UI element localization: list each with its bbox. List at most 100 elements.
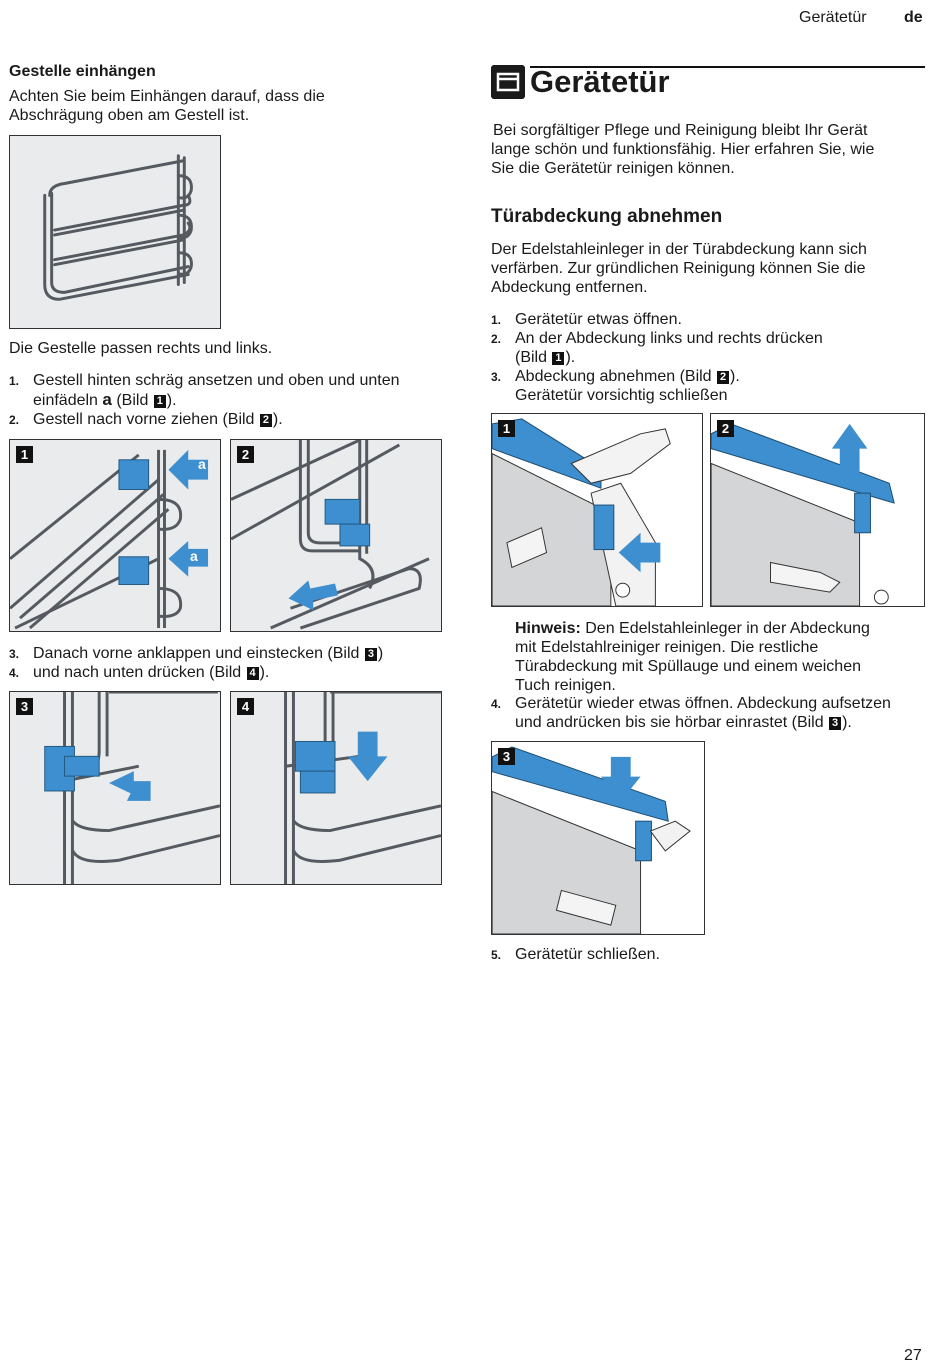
ref-prefix: Abdeckung abnehmen (Bild bbox=[515, 368, 717, 385]
step-number: 3. bbox=[9, 647, 20, 661]
cover-intro-line-3: Abdeckung entfernen. bbox=[491, 279, 648, 296]
rack-step-1-illustration bbox=[10, 449, 209, 630]
rack-step-4: 4. und nach unten drücken (Bild 4). bbox=[9, 663, 449, 682]
figure-door-step-3: 3 bbox=[491, 741, 705, 935]
title-rule bbox=[530, 66, 925, 68]
cover-step-2-line-1: An der Abdeckung links und rechts drücke… bbox=[515, 330, 823, 347]
cover-step-4-list: 4. Gerätetür wieder etwas öffnen. Abdeck… bbox=[491, 694, 931, 732]
rack-step-3: 3. Danach vorne anklappen und einstecken… bbox=[9, 644, 449, 663]
ref-suffix: ). bbox=[565, 349, 576, 366]
step-number: 5. bbox=[491, 948, 502, 962]
subheading-remove-cover: Türabdeckung abnehmen bbox=[491, 206, 723, 227]
ref-suffix: ). bbox=[166, 392, 177, 409]
door-step-2-illustration bbox=[711, 423, 895, 606]
figure-rack-step-2: 2 bbox=[230, 439, 442, 632]
rack-step-1-line-1: Gestell hinten schräg ansetzen und oben … bbox=[33, 372, 400, 389]
rack-step-1-line-2: einfädeln bbox=[33, 392, 98, 409]
page-title: Gerätetür bbox=[530, 64, 670, 99]
ref-suffix: ). bbox=[272, 411, 283, 428]
door-intro-line-1: Bei sorgfältiger Pflege und Reinigung bl… bbox=[493, 122, 868, 139]
hint-line-2: mit Edelstahlreiniger reinigen. Die rest… bbox=[515, 639, 819, 656]
figure-ref-badge: 1 bbox=[552, 352, 565, 365]
figure-rack-step-4: 4 bbox=[230, 691, 442, 885]
cover-step-4-line-1: Gerätetür wieder etwas öffnen. Abdeckung… bbox=[515, 695, 891, 712]
cover-intro-line-1: Der Edelstahleinleger in der Türabdeckun… bbox=[491, 241, 867, 258]
rack-step-4-text: und nach unten drücken (Bild bbox=[33, 664, 246, 681]
figure-rack-step-3: 3 bbox=[9, 691, 221, 885]
language-code: de bbox=[904, 9, 923, 26]
rack-step-4-illustration bbox=[284, 692, 441, 884]
figure-label: 2 bbox=[717, 420, 734, 437]
door-step-3-illustration bbox=[492, 746, 691, 934]
figure-label: 4 bbox=[237, 698, 254, 715]
figure-ref-badge: 3 bbox=[364, 648, 377, 661]
figure-label: 1 bbox=[498, 420, 515, 437]
running-header-title: Gerätetür bbox=[799, 9, 867, 26]
racks-intro-line-2: Abschrägung oben am Gestell ist. bbox=[9, 107, 250, 124]
rack-step-1: 1. Gestell hinten schräg ansetzen und ob… bbox=[9, 371, 449, 410]
cover-step-1-text: Gerätetür etwas öffnen. bbox=[515, 311, 682, 328]
rack-step-2-text: Gestell nach vorne ziehen (Bild bbox=[33, 411, 259, 428]
racks-fit-text: Die Gestelle passen rechts und links. bbox=[9, 340, 273, 357]
racks-steps-1-2: 1. Gestell hinten schräg ansetzen und ob… bbox=[9, 371, 449, 429]
figure-label: 3 bbox=[16, 698, 33, 715]
cover-step-2: 2. An der Abdeckung links und rechts drü… bbox=[491, 329, 931, 367]
rack-step-2-illustration bbox=[231, 440, 430, 630]
oven-door-icon bbox=[491, 65, 525, 99]
racks-steps-3-4: 3. Danach vorne anklappen und einstecken… bbox=[9, 644, 449, 682]
figure-door-step-2: 2 bbox=[710, 413, 925, 607]
door-intro-line-2: lange schön und funktionsfähig. Hier erf… bbox=[491, 141, 875, 158]
door-intro-line-3: Sie die Gerätetür reinigen können. bbox=[491, 160, 735, 177]
step-number: 2. bbox=[491, 332, 502, 346]
cover-step-4: 4. Gerätetür wieder etwas öffnen. Abdeck… bbox=[491, 694, 931, 732]
figure-label: 2 bbox=[237, 446, 254, 463]
door-step-1-illustration bbox=[492, 418, 671, 606]
cover-step-5: 5. Gerätetür schließen. bbox=[491, 945, 931, 964]
hint-label: Hinweis: bbox=[515, 620, 581, 637]
figure-ref-badge: 3 bbox=[829, 717, 842, 730]
figure-label: 3 bbox=[498, 748, 515, 765]
step-number: 3. bbox=[491, 370, 502, 384]
page-number: 27 bbox=[904, 1347, 922, 1364]
cover-step-3: 3. Abdeckung abnehmen (Bild 2). Gerätetü… bbox=[491, 367, 931, 405]
rack-step-2: 2. Gestell nach vorne ziehen (Bild 2). bbox=[9, 410, 449, 429]
cover-step-3-line-2: Gerätetür vorsichtig schließen bbox=[515, 387, 728, 404]
figure-ref-badge: 4 bbox=[246, 667, 259, 680]
hint-line-1: Hinweis: Den Edelstahleinleger in der Ab… bbox=[515, 619, 870, 638]
step-number: 1. bbox=[9, 374, 20, 388]
figure-ref-badge: 2 bbox=[259, 414, 272, 427]
hint-line-3: Türabdeckung mit Spüllauge und einem wei… bbox=[515, 658, 861, 675]
hint-line-4: Tuch reinigen. bbox=[515, 677, 616, 694]
hint-line-1-text: Den Edelstahleinleger in der Abdeckung bbox=[585, 620, 870, 637]
racks-intro-line-1: Achten Sie beim Einhängen darauf, dass d… bbox=[9, 88, 325, 105]
rack-step-3-illustration bbox=[44, 692, 220, 884]
figure-door-step-1: 1 bbox=[491, 413, 703, 607]
figure-rack-overview bbox=[9, 135, 221, 329]
step-number: 2. bbox=[9, 413, 20, 427]
cover-step-5-text: Gerätetür schließen. bbox=[515, 946, 660, 963]
ref-suffix: ). bbox=[842, 714, 852, 731]
figure-ref-badge: 2 bbox=[717, 371, 730, 384]
rack-step-3-text: Danach vorne anklappen und einstecken (B… bbox=[33, 645, 364, 662]
cover-steps-1-3: 1. Gerätetür etwas öffnen. 2. An der Abd… bbox=[491, 310, 931, 405]
ref-prefix: und andrücken bis sie hörbar einrastet (… bbox=[515, 714, 829, 731]
step-number: 4. bbox=[9, 666, 20, 680]
step-number: 4. bbox=[491, 697, 502, 711]
cover-step-1: 1. Gerätetür etwas öffnen. bbox=[491, 310, 931, 329]
cover-intro-line-2: verfärben. Zur gründlichen Reinigung kön… bbox=[491, 260, 866, 277]
section-heading-racks: Gestelle einhängen bbox=[9, 63, 156, 80]
cover-step-5-list: 5. Gerätetür schließen. bbox=[491, 945, 931, 964]
ref-prefix: (Bild bbox=[116, 392, 153, 409]
figure-label: 1 bbox=[16, 446, 33, 463]
figure-rack-step-1: 1 a a bbox=[9, 439, 221, 632]
ref-suffix: ). bbox=[259, 664, 270, 681]
marker-a-label: a bbox=[198, 456, 206, 472]
ref-suffix: ) bbox=[377, 645, 384, 662]
marker-a-label: a bbox=[190, 548, 198, 564]
ref-suffix: ). bbox=[730, 368, 740, 385]
figure-ref-badge: 1 bbox=[153, 395, 166, 408]
rack-illustration bbox=[43, 154, 193, 301]
ref-prefix: (Bild bbox=[515, 349, 552, 366]
step-number: 1. bbox=[491, 313, 502, 327]
marker-a: a bbox=[102, 390, 112, 409]
